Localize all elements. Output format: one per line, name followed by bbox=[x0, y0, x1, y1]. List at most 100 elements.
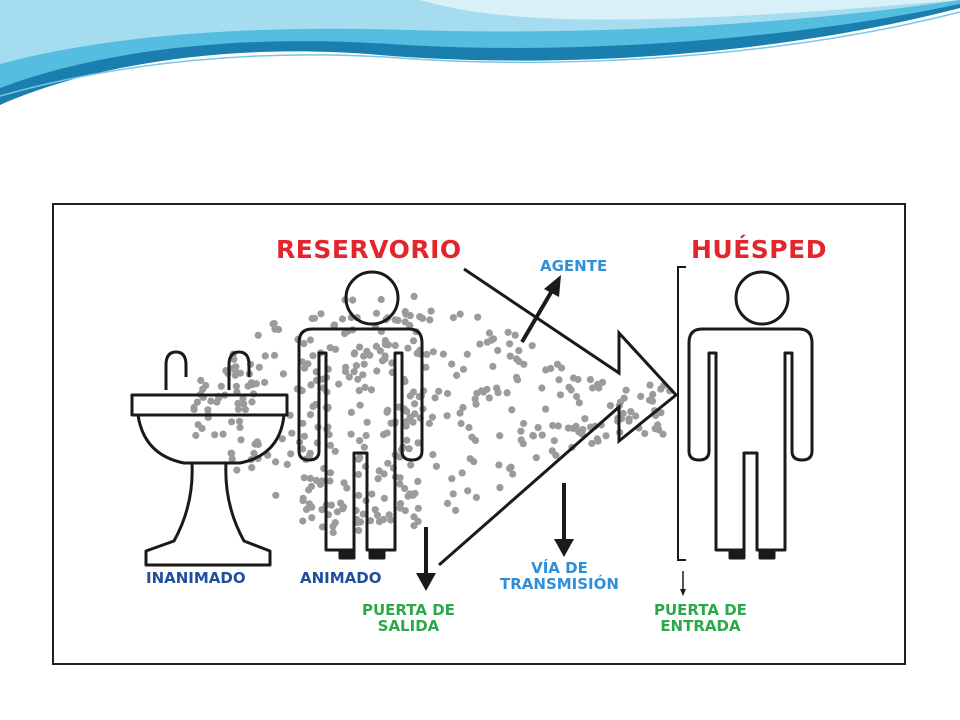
particle-dot bbox=[367, 386, 376, 394]
particle-dot bbox=[428, 413, 436, 421]
particle-dot bbox=[375, 518, 383, 526]
particle-dot bbox=[538, 431, 546, 439]
particle-dot bbox=[542, 405, 550, 413]
particle-dot bbox=[515, 347, 523, 355]
particle-dot bbox=[403, 436, 411, 444]
particle-dot bbox=[287, 450, 295, 458]
particle-dot bbox=[345, 373, 353, 381]
particle-dot bbox=[593, 435, 601, 443]
particle-dot bbox=[429, 348, 437, 356]
particle-dot bbox=[542, 366, 550, 374]
particle-dot bbox=[385, 511, 393, 519]
particle-dot bbox=[234, 405, 242, 413]
particle-dot bbox=[453, 371, 461, 379]
particle-dot bbox=[574, 375, 582, 384]
particle-dot bbox=[300, 340, 308, 348]
particle-dot bbox=[241, 405, 249, 414]
particle-dot bbox=[356, 401, 364, 409]
host-bracket bbox=[677, 266, 686, 561]
label-animado: ANIMADO bbox=[300, 569, 382, 587]
particle-dot bbox=[411, 400, 419, 408]
particle-dot bbox=[352, 362, 360, 370]
particle-dot bbox=[239, 394, 247, 403]
particle-dot bbox=[456, 409, 464, 417]
particle-dot bbox=[466, 455, 474, 463]
particle-dot bbox=[520, 419, 528, 428]
particle-dot bbox=[372, 342, 380, 350]
particle-dot bbox=[404, 492, 412, 500]
particle-dot bbox=[228, 418, 236, 426]
particle-dot bbox=[573, 392, 581, 401]
particle-dot bbox=[405, 445, 413, 453]
particle-dot bbox=[511, 331, 519, 339]
particle-dot bbox=[474, 313, 482, 321]
exit-door-arrow-icon bbox=[416, 527, 436, 591]
particle-dot bbox=[567, 386, 575, 394]
particle-dot bbox=[439, 350, 447, 358]
wave-highlight bbox=[420, 0, 960, 20]
particle-dot bbox=[534, 424, 542, 432]
transmission-route-arrow-icon bbox=[554, 483, 574, 557]
particle-dot bbox=[338, 315, 347, 323]
particle-dot bbox=[240, 400, 248, 408]
particle-dot bbox=[299, 494, 307, 502]
particle-dot bbox=[449, 490, 457, 498]
particle-dot bbox=[349, 296, 357, 304]
particle-dot bbox=[550, 437, 558, 445]
sink-icon bbox=[130, 350, 289, 567]
particle-dot bbox=[657, 385, 665, 393]
particle-dot bbox=[254, 331, 262, 339]
particle-dot bbox=[355, 455, 363, 463]
particle-dot bbox=[384, 406, 392, 414]
particle-dot bbox=[308, 514, 316, 522]
particle-dot bbox=[659, 430, 667, 438]
particle-dot bbox=[472, 493, 480, 501]
particle-dot bbox=[278, 435, 286, 443]
particle-dot bbox=[227, 449, 235, 457]
wave-line bbox=[0, 11, 960, 97]
particle-dot bbox=[538, 384, 546, 392]
particle-dot bbox=[237, 436, 245, 444]
particle-dot bbox=[457, 419, 465, 428]
particle-dot bbox=[192, 431, 200, 440]
particle-dot bbox=[431, 394, 439, 402]
particle-dot bbox=[300, 474, 308, 482]
particle-dot bbox=[443, 412, 451, 420]
particle-dot bbox=[459, 403, 467, 412]
particle-dot bbox=[366, 517, 375, 525]
particle-dot bbox=[410, 292, 418, 300]
particle-dot bbox=[318, 523, 327, 531]
person-icon-host bbox=[687, 270, 814, 560]
particle-dot bbox=[504, 328, 512, 336]
particle-dot bbox=[250, 449, 258, 457]
particle-dot bbox=[422, 363, 430, 371]
particle-dot bbox=[485, 394, 493, 402]
particle-dot bbox=[448, 360, 456, 368]
particle-dot bbox=[300, 432, 308, 440]
agent-arrow-icon bbox=[520, 275, 561, 344]
particle-dot bbox=[452, 506, 460, 514]
particle-dot bbox=[350, 368, 358, 376]
particle-dot bbox=[299, 419, 307, 427]
particle-dot bbox=[409, 388, 418, 396]
particle-dot bbox=[233, 466, 241, 474]
particle-dot bbox=[308, 314, 316, 323]
particle-dot bbox=[646, 396, 654, 404]
particle-dot bbox=[236, 369, 244, 377]
particle-dot bbox=[448, 475, 456, 483]
particle-dot bbox=[483, 385, 491, 393]
particle-dot bbox=[506, 464, 514, 472]
particle-dot bbox=[253, 438, 261, 446]
particle-dot bbox=[326, 441, 335, 449]
particle-dot bbox=[354, 470, 363, 479]
particle-dot bbox=[193, 398, 201, 406]
particle-dot bbox=[347, 408, 355, 416]
particle-dot bbox=[641, 429, 649, 438]
particle-dot bbox=[646, 381, 654, 389]
particle-dot bbox=[443, 389, 452, 398]
particle-dot bbox=[494, 389, 502, 397]
particle-dot bbox=[496, 432, 504, 440]
particle-dot bbox=[355, 491, 363, 499]
particle-dot bbox=[411, 489, 419, 498]
particle-dot bbox=[414, 477, 422, 485]
